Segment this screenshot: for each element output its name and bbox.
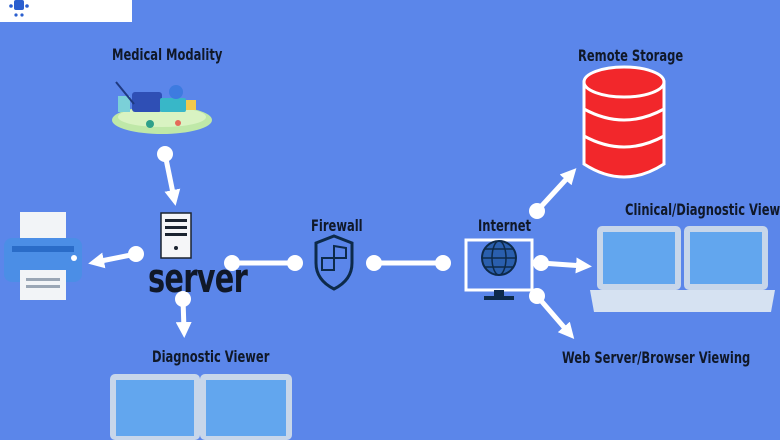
database-icon bbox=[582, 65, 666, 179]
label-internet: Internet bbox=[478, 216, 532, 235]
label-remote-storage: Remote Storage bbox=[578, 46, 684, 65]
arrow-internet-clinical bbox=[538, 257, 592, 274]
arrow-server-printer bbox=[88, 251, 139, 269]
label-server: server bbox=[148, 256, 248, 302]
label-diagnostic-viewer: Diagnostic Viewer bbox=[152, 347, 270, 366]
arrow-server-viewer bbox=[175, 296, 192, 338]
label-web-viewing: Web Server/Browser Viewing bbox=[562, 348, 751, 367]
laptop-pair-icon bbox=[590, 226, 775, 312]
label-medical-modality: Medical Modality bbox=[112, 45, 223, 64]
firewall-shield-icon bbox=[314, 234, 354, 291]
arrow-modality-server bbox=[162, 151, 181, 206]
server-tower-icon bbox=[160, 212, 192, 259]
label-clinical-viewer: Clinical/Diagnostic Viewer bbox=[625, 200, 780, 219]
arrow-internet-web bbox=[534, 293, 575, 340]
logo-area bbox=[0, 0, 132, 22]
diagnostic-laptop-pair-icon bbox=[110, 374, 292, 440]
label-firewall: Firewall bbox=[311, 216, 363, 235]
globe-monitor-icon bbox=[464, 238, 534, 300]
printer-icon bbox=[4, 212, 82, 300]
connectors bbox=[88, 146, 592, 340]
logo-icon bbox=[9, 0, 29, 17]
arrow-internet-storage bbox=[534, 168, 577, 214]
medical-modality-illustration bbox=[112, 81, 212, 134]
